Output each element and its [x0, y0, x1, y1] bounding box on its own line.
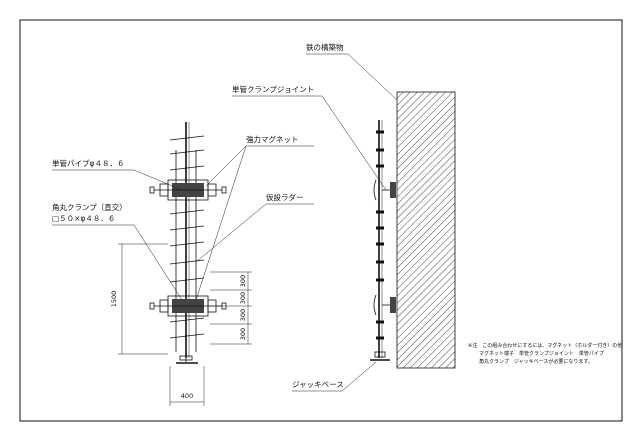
dimension-1500-label: 1500 — [110, 291, 118, 308]
front-view: 1500 300 300 300 300 400 単管パイプφ４８．６ 角丸クラ… — [52, 122, 314, 406]
steel-wall — [396, 91, 456, 369]
side-rung-stub — [376, 226, 384, 230]
strong-magnet-label: 強力マグネット — [246, 134, 299, 144]
ladder-rung — [169, 209, 205, 215]
side-ladder-rungs — [376, 130, 384, 340]
dimension-400-label: 400 — [181, 392, 193, 400]
dimension-300-a-label: 300 — [239, 275, 247, 287]
dimension-1500: 1500 — [110, 243, 168, 355]
side-upper-magnet — [373, 179, 396, 201]
side-rung-stub — [376, 130, 384, 134]
single-pipe-label: 単管パイプφ４８．６ — [52, 158, 124, 168]
ladder-rung — [169, 149, 205, 155]
note-line-3: 角丸クランプ ジャッキベースが必要になります。 — [479, 358, 593, 365]
dimension-300-d-label: 300 — [239, 328, 247, 340]
dimension-300-b-label: 300 — [239, 292, 247, 304]
ladder-rung — [169, 317, 205, 323]
side-lower-magnet — [373, 294, 396, 316]
square-clamp-label-2: □５０×φ４８．６ — [52, 214, 115, 223]
upper-magnet-assembly — [149, 179, 227, 201]
note-line-2: マグネット端子 単管クランプジョイント 単管パイプ — [479, 350, 604, 357]
ladder-rung — [169, 225, 205, 231]
side-rung-stub — [376, 320, 384, 324]
note-block: ※注 この組み合わせにするには、マグネット（ホルダー付き）の他 マグネット端子 … — [468, 342, 622, 365]
ladder-rung — [169, 259, 205, 265]
side-rung-stub — [376, 242, 384, 246]
steel-structure-label: 鉄の構築物 — [306, 42, 344, 52]
dimension-300-c-label: 300 — [239, 309, 247, 321]
side-rung-stub — [376, 336, 384, 340]
ladder-rung — [169, 333, 205, 339]
front-jack-base — [176, 352, 198, 364]
side-rung-stub — [376, 164, 384, 168]
ladder-rungs — [169, 135, 205, 339]
side-rung-stub — [376, 260, 384, 264]
ladder-rung — [169, 241, 205, 247]
temporary-ladder-label: 仮設ラダー — [266, 192, 304, 202]
side-rung-stub — [376, 210, 384, 214]
ladder-rung — [169, 135, 205, 141]
square-clamp-label-1: 角丸クランプ（直交） — [52, 202, 127, 212]
side-view: 鉄の構築物 単管クランプジョイント ジャッキベース — [232, 42, 456, 392]
side-rung-stub — [376, 278, 384, 282]
ladder-rung — [169, 165, 205, 171]
jack-base-label: ジャッキベース — [292, 380, 344, 389]
drawing-frame — [19, 19, 623, 422]
ladder-rung — [169, 277, 205, 283]
dimension-400: 400 — [169, 366, 205, 406]
side-rung-stub — [376, 148, 384, 152]
side-jack-base — [370, 351, 390, 361]
clamp-joint-label: 単管クランプジョイント — [232, 84, 314, 94]
lower-magnet-assembly — [149, 295, 227, 317]
dimension-300-stack: 300 300 300 300 — [210, 271, 252, 345]
note-line-1: ※注 この組み合わせにするには、マグネット（ホルダー付き）の他 — [468, 342, 622, 349]
